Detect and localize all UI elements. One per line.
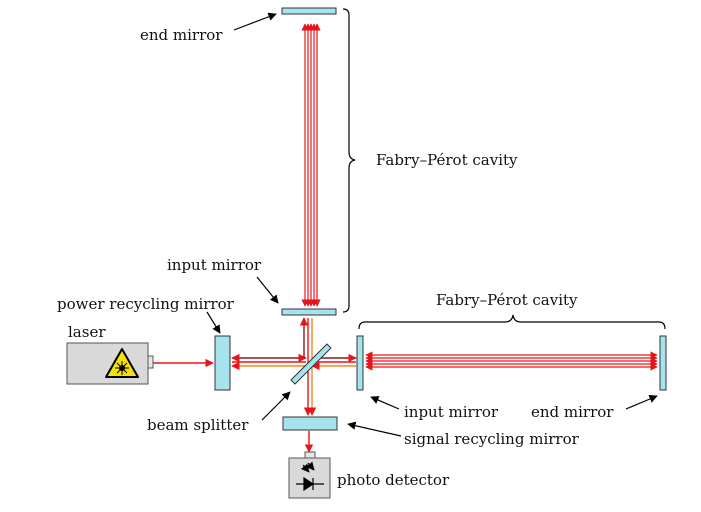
signal-recycling-mirror xyxy=(282,416,338,431)
pointer-beam-splitter xyxy=(261,391,291,421)
label-signal-recycling-mirror: signal recycling mirror xyxy=(404,430,580,448)
label-cavity-horizontal: Fabry–Pérot cavity xyxy=(436,291,578,309)
horizontal-arm-beams xyxy=(365,351,658,371)
label-end-mirror-top: end mirror xyxy=(140,26,223,44)
beam-splitter xyxy=(290,343,332,385)
label-pointers xyxy=(206,12,658,437)
photodiode-icon xyxy=(296,461,324,492)
input-mirror-right xyxy=(356,335,364,391)
power-recycling-mirror xyxy=(214,335,231,391)
pointer-input-mirror-top xyxy=(256,276,279,304)
pointer-input-mirror-right xyxy=(370,396,400,410)
label-cavity-vertical: Fabry–Pérot cavity xyxy=(376,151,518,169)
laser-warning-icon xyxy=(105,348,139,378)
label-end-mirror-right: end mirror xyxy=(531,403,614,421)
brace-vertical-cavity xyxy=(342,8,356,313)
central-beams xyxy=(152,317,357,453)
label-laser: laser xyxy=(68,323,106,341)
label-input-mirror-right: input mirror xyxy=(404,403,499,421)
label-power-recycling-mirror: power recycling mirror xyxy=(57,295,235,313)
end-mirror-top xyxy=(281,7,337,15)
pointer-end-mirror-right xyxy=(625,395,658,410)
pointer-end-mirror-top xyxy=(233,12,277,31)
input-mirror-top xyxy=(281,308,337,316)
brace-horizontal-cavity xyxy=(358,314,666,330)
vertical-arm-beams xyxy=(301,23,321,307)
label-photo-detector: photo detector xyxy=(337,471,450,489)
pointer-power-recycling-mirror xyxy=(206,311,221,334)
photo-detector-device xyxy=(288,451,331,499)
pointer-signal-recycling-mirror xyxy=(347,421,402,437)
end-mirror-right xyxy=(659,335,667,391)
label-beam-splitter: beam splitter xyxy=(147,416,249,434)
label-input-mirror-top: input mirror xyxy=(167,256,262,274)
laser-device xyxy=(66,342,154,385)
